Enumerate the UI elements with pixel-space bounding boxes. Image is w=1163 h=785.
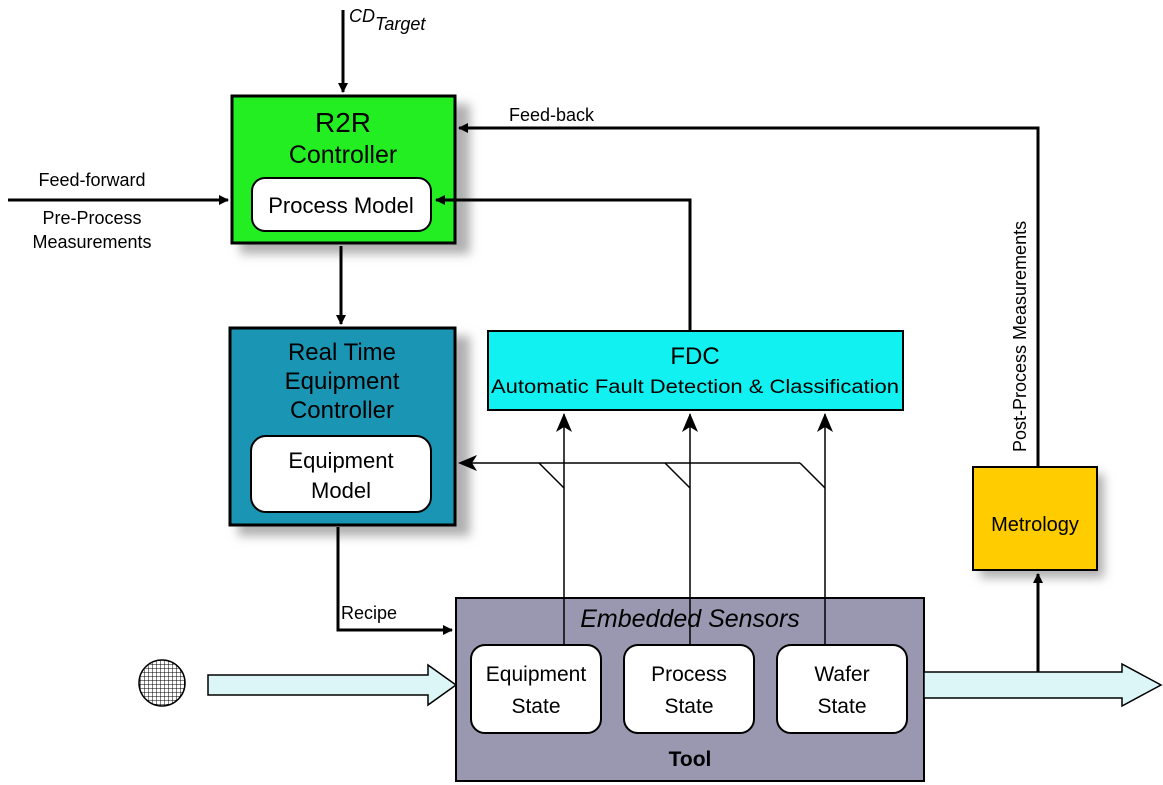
r2r-subtitle: Controller — [289, 141, 397, 169]
metrology-label: Metrology — [991, 514, 1079, 536]
process-model-box[interactable] — [251, 177, 432, 232]
process-state-line1: Process — [651, 663, 727, 686]
pre-process-label-line2: Measurements — [32, 232, 151, 252]
recipe-label: Recipe — [341, 603, 397, 623]
wafer-state-box[interactable] — [776, 644, 908, 734]
fdc-title: FDC — [670, 343, 719, 370]
feed-forward-label: Feed-forward — [38, 170, 145, 190]
wafer-out-arrow — [923, 662, 1163, 708]
wafer-state-line1: Wafer — [814, 663, 869, 686]
metrology-box-group[interactable]: Metrology — [972, 466, 1098, 571]
fdc-box-group[interactable]: FDC Automatic Fault Detection & Classifi… — [487, 330, 904, 411]
labels: CDTarget Feed-forward Pre-Process Measur… — [32, 6, 1030, 623]
wafer-icon — [138, 659, 186, 707]
equipment-state-box[interactable] — [470, 644, 602, 734]
equipment-state-line1: Equipment — [486, 663, 587, 686]
metrology-box[interactable] — [972, 466, 1098, 571]
equipment-model-line2: Model — [311, 478, 371, 503]
process-model-label: Process Model — [268, 193, 414, 218]
r2r-title: R2R — [315, 107, 371, 138]
pre-process-label-line1: Pre-Process — [42, 208, 141, 228]
rtec-line3: Controller — [290, 397, 394, 424]
real-time-equipment-controller[interactable]: Real Time Equipment Controller Equipment… — [228, 326, 457, 527]
sensor-arrowhead-process — [682, 413, 698, 432]
equipment-state-line2: State — [511, 695, 560, 718]
cd-target-label: CDTarget — [349, 6, 426, 34]
equipment-model-box[interactable] — [250, 435, 432, 513]
recipe-arrow — [336, 527, 453, 635]
rtec-line2: Equipment — [285, 368, 400, 395]
equipment-model-line1: Equipment — [288, 448, 393, 473]
sensor-bus-arrowhead — [458, 455, 477, 471]
rtec-line1: Real Time — [288, 339, 396, 366]
fdc-subtitle: Automatic Fault Detection & Classificati… — [491, 377, 899, 398]
feed-back-label: Feed-back — [509, 105, 595, 125]
sensor-tap-equipment — [538, 462, 565, 489]
fdc-to-process-model-arrow — [435, 195, 692, 331]
wafer-state-line2: State — [817, 695, 866, 718]
fdc-box[interactable] — [487, 330, 904, 411]
wafer-flow — [138, 659, 1163, 708]
tool-label: Tool — [669, 748, 712, 771]
feed-back-arrow — [458, 123, 1040, 467]
process-state-box[interactable] — [623, 644, 755, 734]
post-process-label: Post-Process Measurements — [1010, 221, 1030, 452]
wafer-in-arrow — [207, 663, 458, 707]
sensor-tap-wafer — [799, 462, 826, 489]
r2r-controller[interactable]: R2R Controller Process Model — [230, 94, 457, 245]
sensor-tap-process — [664, 462, 691, 489]
sensor-arrowhead-equipment — [556, 413, 572, 432]
process-state-line2: State — [664, 695, 713, 718]
sensor-arrowhead-wafer — [817, 413, 833, 432]
connectors — [8, 10, 1043, 682]
